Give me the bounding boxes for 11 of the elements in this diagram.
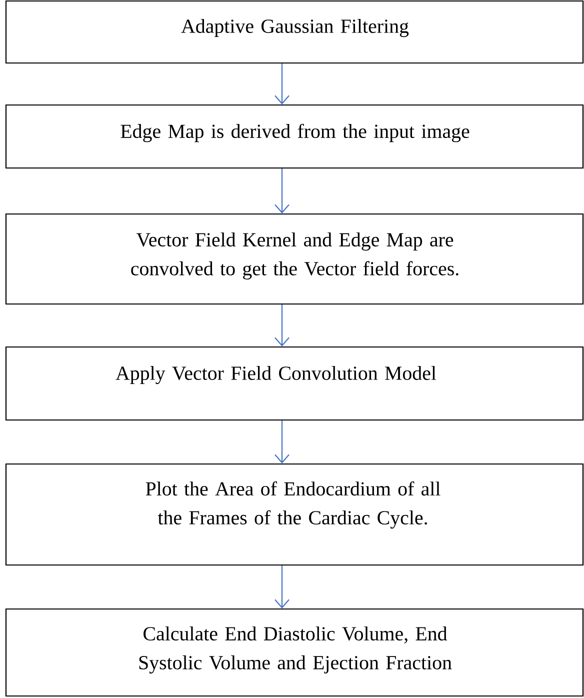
process-box: Vector Field Kernel and Edge Map are convolved to get the Vector field forces. (5, 213, 584, 305)
arrow (274, 168, 290, 214)
process-box: Plot the Area of Endocardium of all the Frames of the Cardiac Cycle. (5, 463, 584, 566)
arrow (274, 304, 290, 346)
process-box: Calculate End Diastolic Volume, End Systolic Volume and Ejection Fraction (5, 608, 584, 697)
process-box: Adaptive Gaussian Filtering (5, 0, 584, 64)
arrow (274, 420, 290, 464)
arrow (274, 64, 290, 104)
process-box: Edge Map is derived from the input image (5, 104, 584, 169)
arrow (274, 566, 290, 608)
process-box: Apply Vector Field Convolution Model (5, 346, 584, 421)
